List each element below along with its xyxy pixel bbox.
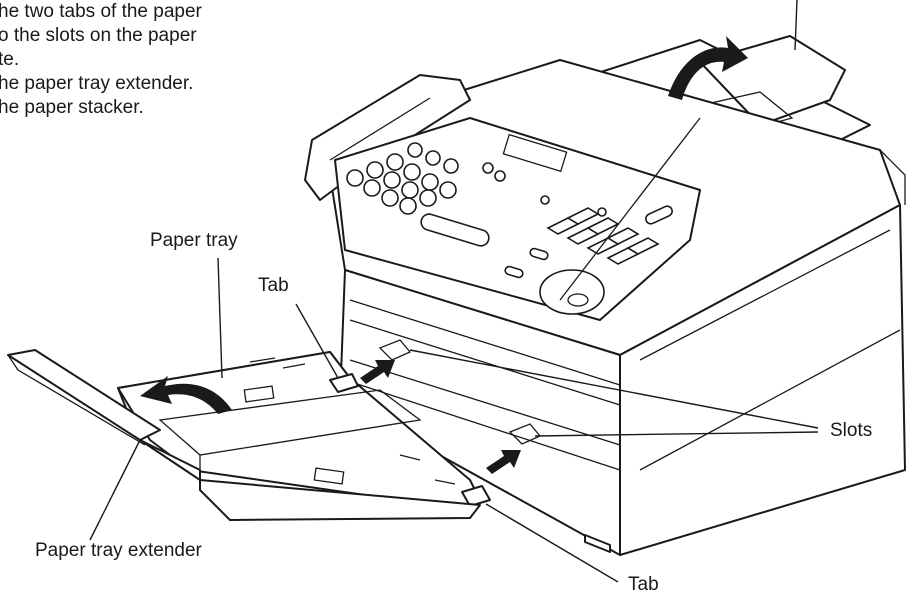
label-tab-upper: Tab [258,275,289,296]
label-tab-lower: Tab [628,574,659,595]
instruction-line: he paper tray extender. [0,73,194,94]
label-paper-tray: Paper tray [150,230,238,251]
label-paper-tray-extender: Paper tray extender [35,540,202,561]
instruction-text: he two tabs of the paper o the slots on … [0,0,300,120]
instruction-line: o the slots on the paper [0,25,197,46]
curved-arrow-tray [140,376,232,414]
lcd-display [502,133,568,173]
curved-arrow-stacker [668,36,748,100]
insert-arrow-upper [360,360,395,384]
insert-arrow-lower [486,450,521,474]
instruction-line: he two tabs of the paper [0,1,202,22]
keypad-right [546,207,660,265]
paper-tray-extender [7,349,481,521]
keypad-left [346,142,673,279]
dial-knob [539,269,605,315]
fax-machine [304,35,906,556]
leader-lines [89,0,819,583]
slot-upper [378,339,412,361]
tray-tab-lower [461,485,491,507]
label-slots: Slots [830,420,873,441]
instruction-line: te. [0,49,20,70]
tray-tab-upper [329,373,359,393]
instruction-line: he paper stacker. [0,97,144,118]
